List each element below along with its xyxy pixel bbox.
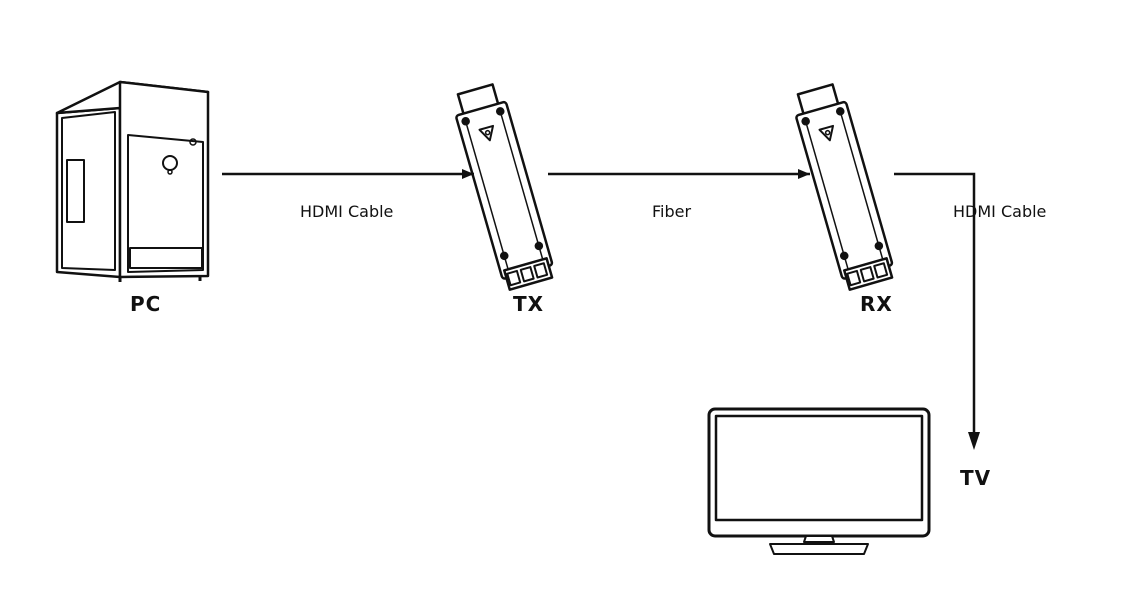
tx-transmitter-icon [455,83,554,291]
rx-tv-link-label: HDMI Cable [953,202,1047,221]
rx-to-tv-connector [894,172,976,432]
tv-label: TV [960,466,992,490]
rx-receiver-icon [795,83,894,291]
rx-to-tv-arrowhead [968,432,980,450]
tx-rx-link-label: Fiber [652,202,692,221]
tv-monitor-icon [707,407,931,555]
pc-label: PC [130,292,162,316]
rx-label: RX [860,292,893,316]
pc-tower-icon [55,80,210,282]
tx-label: TX [513,292,545,316]
pc-tx-link-label: HDMI Cable [300,202,394,221]
